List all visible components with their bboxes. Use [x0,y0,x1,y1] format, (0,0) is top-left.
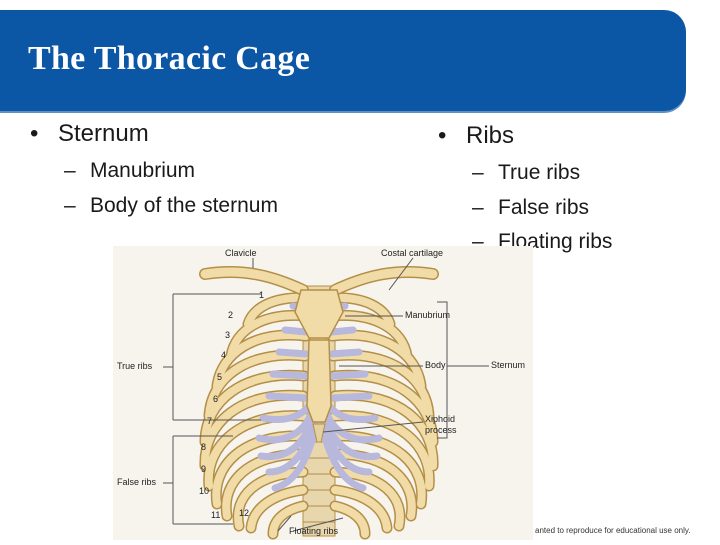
sub-item-body-of-sternum: –Body of the sternum [64,194,278,218]
rib-number-7: 7 [207,416,213,426]
figure-leader-lines [163,257,489,532]
label-clavicle: Clavicle [225,248,257,258]
label-body: Body [425,360,446,370]
bullet-glyph: • [30,120,39,147]
thoracic-cage-figure: Clavicle Costal cartilage Manubrium Body… [113,246,533,540]
label-true-ribs: True ribs [117,361,153,371]
sub-item-label: False ribs [498,196,590,219]
dash-glyph: – [472,196,484,219]
bullet-sternum-label: Sternum [58,120,149,147]
rib-number-5: 5 [217,372,223,382]
rib-number-2: 2 [228,310,234,320]
label-floating-ribs: Floating ribs [289,526,339,536]
bullet-sternum: • Sternum [30,120,149,148]
clavicles [199,266,439,296]
sub-item-true-ribs: –True ribs [472,161,580,185]
label-xiphoid-line-2: process [425,425,457,435]
thoracic-cage-illustration [163,257,489,540]
rib-number-10: 10 [199,486,210,496]
rib-number-3: 3 [225,330,231,340]
rib-number-6: 6 [213,394,219,404]
rib-number-12: 12 [239,508,250,518]
dash-glyph: – [64,194,76,217]
dash-glyph: – [472,161,484,184]
label-costal-cartilage: Costal cartilage [381,248,444,258]
rib-number-8: 8 [201,442,207,452]
label-sternum: Sternum [491,360,526,370]
sub-item-label: Manubrium [90,159,196,182]
title-bar [0,10,686,111]
sternum [294,289,344,443]
sub-item-manubrium: –Manubrium [64,159,195,183]
label-manubrium: Manubrium [405,310,451,320]
costal-cartilages [255,302,383,492]
bullet-ribs-label: Ribs [466,122,515,149]
dash-glyph: – [64,159,76,182]
bullet-glyph: • [438,122,447,149]
rib-number-4: 4 [221,350,227,360]
sub-item-label: Body of the sternum [90,194,278,217]
rib-number-11: 11 [211,510,221,520]
copyright-notice: anted to reproduce for educational use o… [535,526,691,535]
dash-glyph: – [472,230,484,253]
rib-number-9: 9 [201,464,207,474]
rib-number-1: 1 [259,290,265,300]
bullet-ribs: • Ribs [438,122,514,150]
sub-item-label: True ribs [498,161,581,184]
slide-title: The Thoracic Cage [28,40,311,77]
sub-item-false-ribs: –False ribs [472,196,589,220]
label-false-ribs: False ribs [117,477,157,487]
label-xiphoid-line-1: Xiphoid [425,414,456,424]
